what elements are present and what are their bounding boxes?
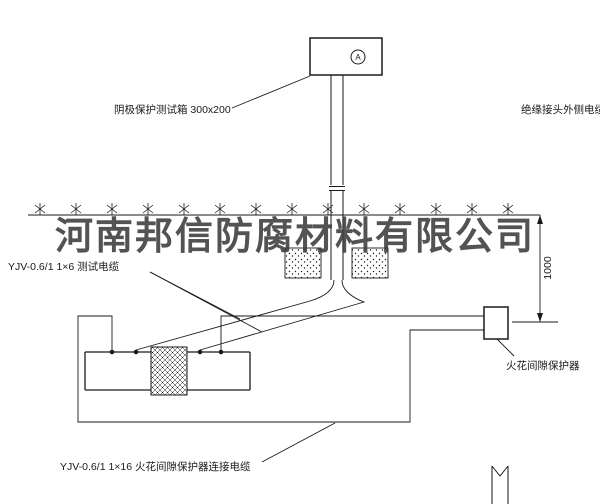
insulating-joint — [150, 346, 188, 396]
protector-label-leader — [496, 338, 515, 357]
cable-weld-dot-3 — [197, 349, 203, 355]
ammeter-label: A — [355, 53, 361, 62]
test-box-group: A — [309, 37, 383, 76]
dimension-arrow-bottom — [537, 313, 543, 322]
test-cable-label: YJV-0.6/1 1×6 测试电缆 — [8, 260, 120, 273]
insulated-joint-cable-label: 绝缘接头外侧电缆 — [521, 103, 600, 116]
pipe-group — [84, 346, 251, 396]
conduit — [329, 75, 345, 280]
test-cable-label-group: YJV-0.6/1 1×6 测试电缆 — [8, 260, 263, 333]
spark-gap-protector-label: 火花间隙保护器 — [506, 359, 580, 372]
spark-gap-protector-group: 火花间隙保护器 — [483, 306, 580, 372]
concrete-block-right — [351, 247, 389, 279]
dimension-group: 1000 — [512, 215, 558, 323]
spark-gap-cable-label-group: YJV-0.6/1 1×16 火花间隙保护器连接电缆 — [60, 422, 336, 473]
watermark-text: 河南邦信防腐材料有限公司 — [55, 216, 535, 258]
spark-gap-cable-leader — [261, 422, 336, 463]
break-symbol — [491, 465, 509, 504]
test-cable-left — [135, 279, 335, 351]
test-cable-leader-2 — [149, 271, 263, 333]
test-cables — [135, 279, 366, 351]
protector-cable-bottom — [77, 315, 484, 423]
ammeter-icon — [350, 49, 366, 65]
dimension-arrow-top — [537, 215, 543, 224]
concrete-block-left — [284, 247, 322, 279]
protector-cables — [77, 315, 484, 423]
test-box-leader — [231, 75, 311, 109]
dimension-text: 1000 — [542, 256, 554, 280]
ground-line-group — [28, 202, 540, 216]
cable-weld-dot-4 — [218, 349, 224, 355]
spark-gap-protector — [483, 306, 509, 340]
test-cable-right — [199, 279, 366, 351]
test-box — [309, 37, 383, 76]
concrete-blocks — [284, 247, 389, 279]
cable-weld-dot-2 — [133, 349, 139, 355]
protector-cable-top — [220, 315, 484, 350]
cable-weld-dot-1 — [109, 349, 115, 355]
test-box-label: 阴极保护测试箱 300x200 — [114, 103, 231, 116]
spark-gap-cable-label: YJV-0.6/1 1×16 火花间隙保护器连接电缆 — [60, 460, 251, 473]
